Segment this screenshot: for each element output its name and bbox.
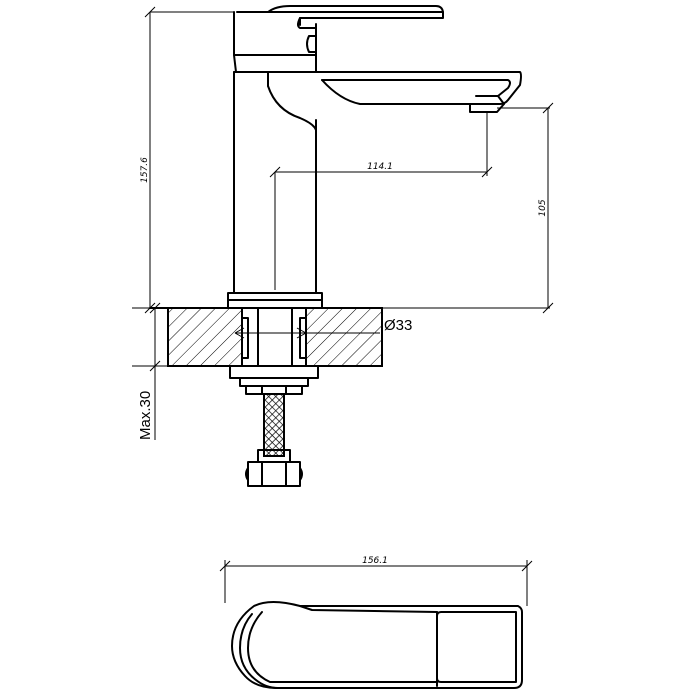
faucet-side-view (149, 5, 550, 487)
faucet-body (233, 71, 317, 294)
dimension-reach: 114.1 (269, 112, 493, 178)
dimension-total-height: 157.6 (140, 6, 234, 314)
hole-diameter-label: Ø33 (384, 317, 412, 334)
countertop-section (149, 307, 550, 367)
reach-label: 114.1 (367, 162, 393, 172)
top-length-label: 156.1 (362, 556, 388, 566)
faucet-top-view (231, 601, 523, 689)
spout (267, 71, 522, 131)
handle-base-cap (233, 54, 317, 73)
dimension-top-length: 156.1 (219, 556, 533, 606)
spout-height-label: 105 (538, 199, 548, 216)
handle-lever (233, 5, 444, 56)
braided-hose (257, 393, 291, 463)
total-height-label: 157.6 (140, 157, 150, 183)
hose-coupling-nut (245, 461, 303, 487)
dimension-hole-diameter: Ø33 (234, 315, 423, 339)
dimension-max-thickness: Max.30 (132, 302, 168, 440)
dimension-spout-height: 105 (497, 102, 554, 314)
max-thickness-label: Max.30 (137, 391, 154, 440)
lock-nut (229, 365, 319, 395)
threaded-shank (241, 307, 307, 367)
